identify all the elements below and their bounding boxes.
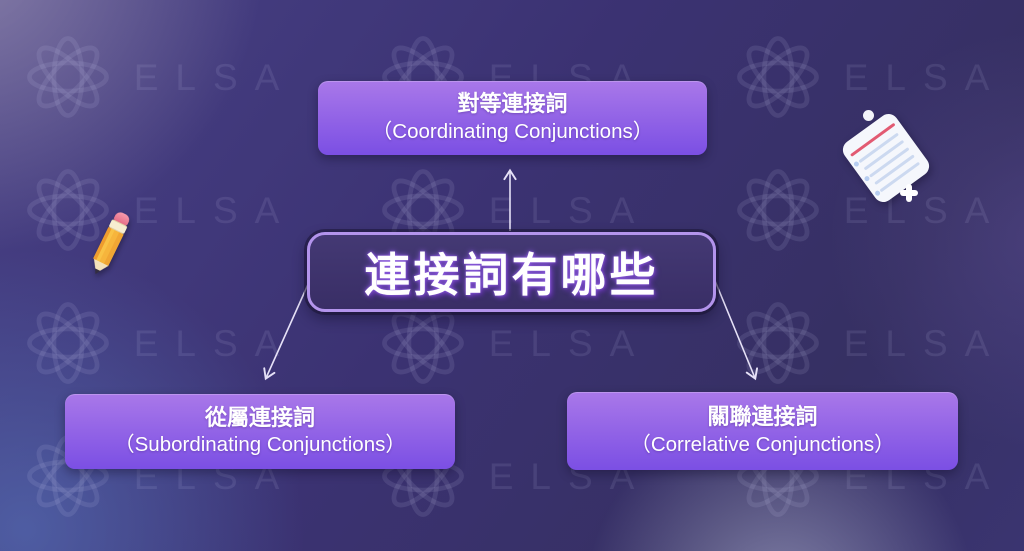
page-title: 連接詞有哪些: [364, 249, 659, 301]
central-topic-node: 連接詞有哪些: [307, 232, 716, 312]
arrow-to-bottom-right-node: [710, 270, 759, 381]
watermark-brand-text: ELSA: [133, 323, 297, 364]
plus-icon: [899, 183, 919, 203]
note-icon: [836, 104, 936, 208]
watermark-brand-text: ELSA: [133, 190, 297, 231]
node-coordinating-conjunctions: 對等連接詞 （Coordinating Conjunctions）: [318, 81, 707, 155]
sparkle-dot-icon: [863, 110, 874, 121]
node-label-zh: 對等連接詞: [457, 91, 568, 117]
pencil-icon: [87, 210, 133, 278]
flower-logo-icon: [21, 30, 115, 129]
node-subordinating-conjunctions: 從屬連接詞 （Subordinating Conjunctions）: [65, 394, 455, 469]
node-label-zh: 關聯連接詞: [707, 404, 818, 430]
node-label-en: （Subordinating Conjunctions）: [114, 433, 406, 457]
flower-logo-icon: [731, 163, 825, 262]
watermark-brand-text: ELSA: [843, 323, 1007, 364]
watermark-brand-text: ELSA: [488, 190, 652, 231]
watermark-brand-text: ELSA: [133, 57, 297, 98]
node-label-en: （Coordinating Conjunctions）: [371, 119, 654, 143]
node-correlative-conjunctions: 關聯連接詞 （Correlative Conjunctions）: [567, 392, 958, 470]
flower-logo-icon: [731, 296, 825, 395]
watermark-brand-text: ELSA: [843, 57, 1007, 98]
flower-logo-icon: [21, 296, 115, 395]
node-label-en: （Correlative Conjunctions）: [630, 432, 895, 456]
node-label-zh: 從屬連接詞: [204, 404, 315, 430]
flower-logo-icon: [731, 30, 825, 129]
watermark-brand-text: ELSA: [488, 323, 652, 364]
